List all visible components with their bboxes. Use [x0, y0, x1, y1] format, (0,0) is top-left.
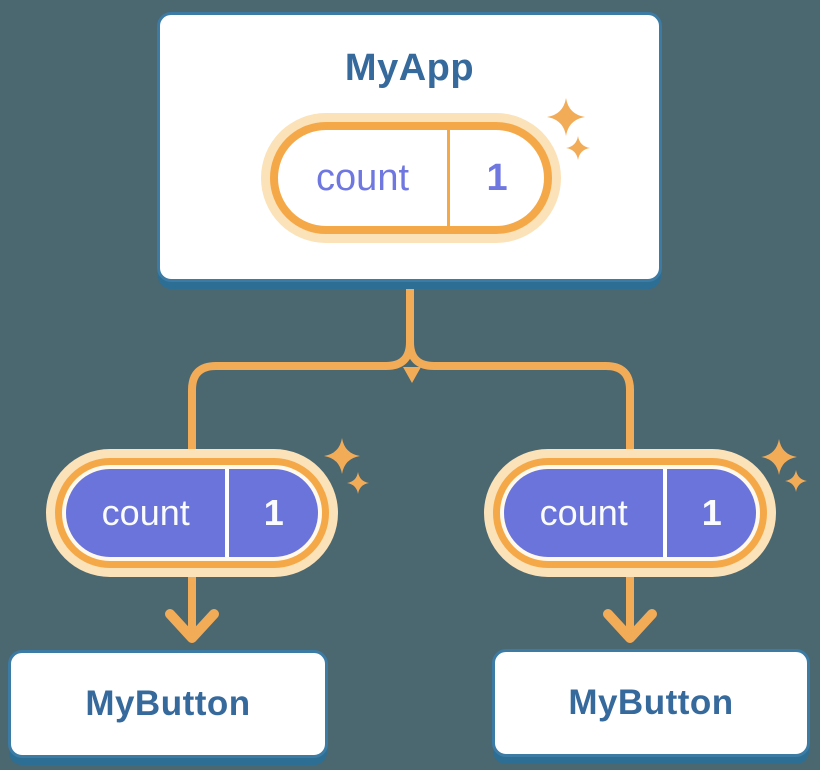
component-title-myapp: MyApp	[344, 47, 475, 89]
connector-right-branch	[406, 280, 634, 635]
pill-halo: count 1	[46, 449, 338, 577]
arrow-down-right-icon	[603, 609, 657, 643]
arrow-down-left-icon	[165, 609, 219, 643]
pill-ring: count 1	[55, 458, 329, 568]
pill-ring: count 1	[270, 122, 552, 234]
prop-pill-left: count 1	[46, 449, 338, 577]
pill-halo: count 1	[484, 449, 776, 577]
pill-key: count	[101, 492, 190, 533]
pill-divider	[447, 130, 451, 226]
connector-fork-cusp	[403, 367, 421, 383]
pill-divider	[225, 469, 230, 557]
component-title-mybutton-right: MyButton	[568, 683, 734, 722]
pill-value: 1	[486, 156, 508, 199]
pill-value: 1	[263, 492, 284, 533]
pill-body: count 1	[504, 469, 756, 557]
pill-body: count 1	[66, 469, 318, 557]
pill-key: count	[539, 492, 628, 533]
component-card-mybutton-right: MyButton	[492, 649, 810, 757]
pill-ring: count 1	[493, 458, 767, 568]
pill-value: 1	[701, 492, 722, 533]
state-pill-root: count 1	[261, 113, 561, 243]
component-card-mybutton-left: MyButton	[8, 650, 328, 758]
component-title-mybutton-left: MyButton	[85, 684, 251, 723]
pill-halo: count 1	[261, 113, 561, 243]
prop-pill-right: count 1	[484, 449, 776, 577]
pill-key: count	[316, 156, 410, 199]
pill-divider	[663, 469, 668, 557]
